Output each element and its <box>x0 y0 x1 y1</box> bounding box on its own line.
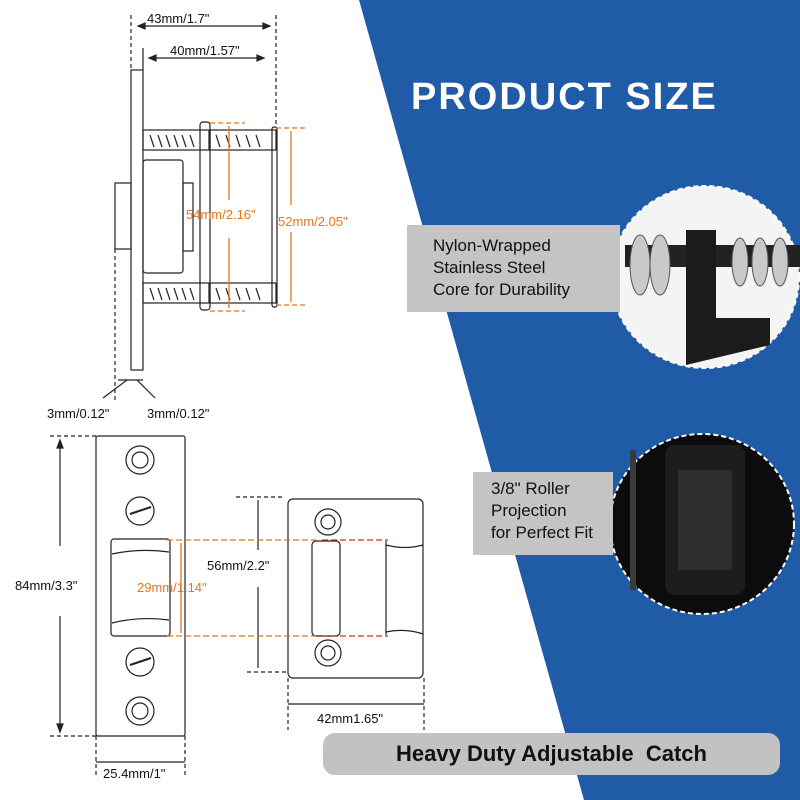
spring-closeup-photo <box>610 185 800 369</box>
blue-panel <box>359 0 800 800</box>
thickness-left-label: 3mm/0.12" <box>47 406 110 421</box>
thickness-right-label: 3mm/0.12" <box>147 406 210 421</box>
feature-label-roller: 3/8" Roller Projection for Perfect Fit <box>473 472 613 555</box>
feature-line: Core for Durability <box>433 280 570 299</box>
feature-line: Nylon-Wrapped <box>433 236 551 255</box>
feature-line: Stainless Steel <box>433 258 546 277</box>
strike-plate-drawing <box>236 496 425 730</box>
feature-line: 3/8" Roller <box>491 479 570 498</box>
page-title: PRODUCT SIZE <box>411 76 718 118</box>
body-height-label: 52mm/2.05" <box>278 214 348 229</box>
overall-depth-label: 43mm/1.7" <box>147 11 210 26</box>
feature-line: Projection <box>491 501 567 520</box>
feature-label-spring: Nylon-Wrapped Stainless Steel Core for D… <box>407 225 620 312</box>
roller-height-label: 29mm/1.14" <box>137 580 207 595</box>
side-view-drawing <box>102 15 278 400</box>
body-depth-label: 40mm/1.57" <box>170 43 240 58</box>
feature-line: for Perfect Fit <box>491 523 594 542</box>
front-plate-drawing <box>50 435 186 775</box>
strike-width-label: 42mm1.65" <box>317 711 384 726</box>
plate-width-label: 25.4mm/1" <box>103 766 166 781</box>
product-name-banner: Heavy Duty Adjustable Catch <box>323 733 780 775</box>
strike-height-label: 56mm/2.2" <box>207 558 270 573</box>
plate-height-label: 84mm/3.3" <box>15 578 78 593</box>
flange-height-label: 54mm/2.16" <box>186 207 256 222</box>
side-view-orange-dims <box>210 122 305 312</box>
roller-alignment-lines <box>167 539 388 637</box>
roller-closeup-photo <box>609 433 795 615</box>
